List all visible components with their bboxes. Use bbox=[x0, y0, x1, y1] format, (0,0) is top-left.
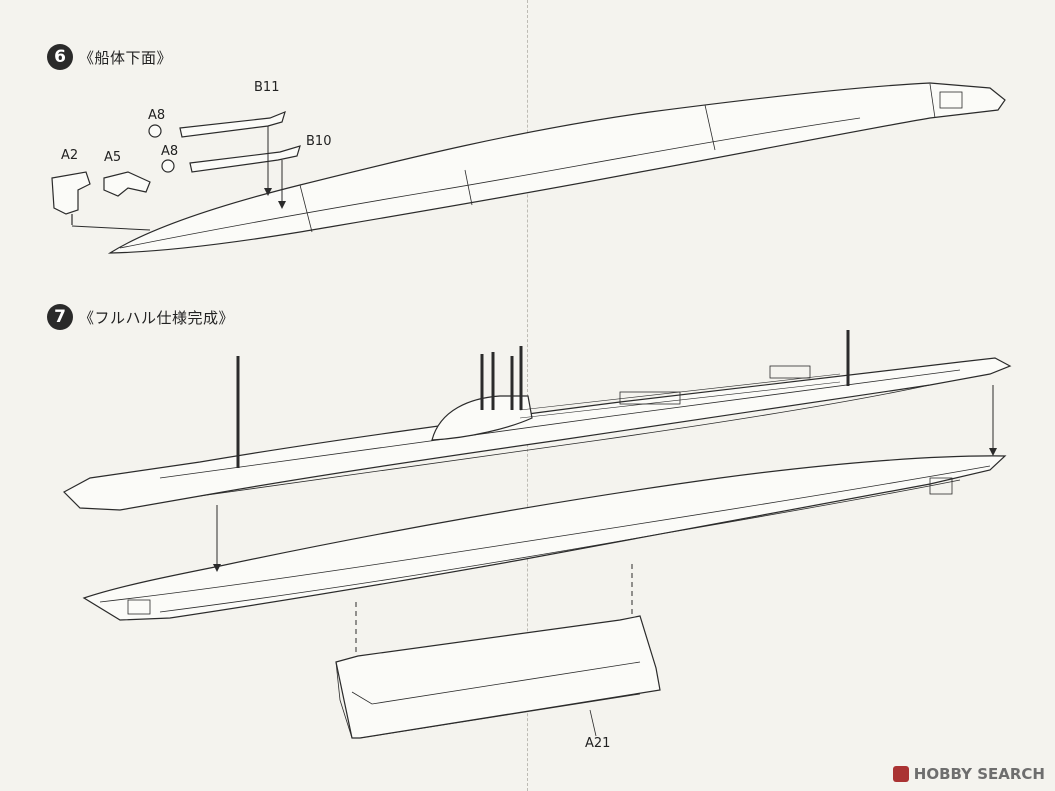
part-label-a8-top: A8 bbox=[148, 108, 166, 123]
lower-hull-step6 bbox=[107, 82, 1006, 254]
part-label-a21: A21 bbox=[585, 736, 611, 751]
part-b10-rod bbox=[189, 145, 301, 173]
part-a5-shape bbox=[103, 171, 151, 197]
step-7-title: 《フルハル仕様完成》 bbox=[79, 308, 235, 327]
part-b11-rod bbox=[179, 110, 286, 138]
part-a2-shape bbox=[51, 171, 91, 225]
part-label-b10: B10 bbox=[306, 134, 332, 149]
part-label-a8-bottom: A8 bbox=[161, 144, 179, 159]
stand-a21 bbox=[335, 615, 661, 739]
step-6-title: 《船体下面》 bbox=[79, 48, 173, 67]
step-6-heading: 6 《船体下面》 bbox=[47, 44, 172, 70]
part-label-a2: A2 bbox=[61, 148, 79, 163]
part-label-a5: A5 bbox=[104, 150, 122, 165]
step-7-heading: 7 《フルハル仕様完成》 bbox=[47, 304, 234, 330]
part-a8-shapes bbox=[148, 124, 175, 173]
hobby-search-logo-icon bbox=[892, 766, 909, 782]
step6-guide-arrows bbox=[71, 126, 286, 231]
part-label-b11: B11 bbox=[254, 80, 280, 95]
step-6-number: 6 bbox=[47, 44, 73, 70]
step-7-number: 7 bbox=[47, 304, 73, 330]
watermark-text: HOBBY SEARCH bbox=[913, 765, 1045, 783]
hobby-search-watermark: HOBBY SEARCH bbox=[892, 765, 1045, 783]
lower-hull-step7 bbox=[82, 455, 1007, 621]
